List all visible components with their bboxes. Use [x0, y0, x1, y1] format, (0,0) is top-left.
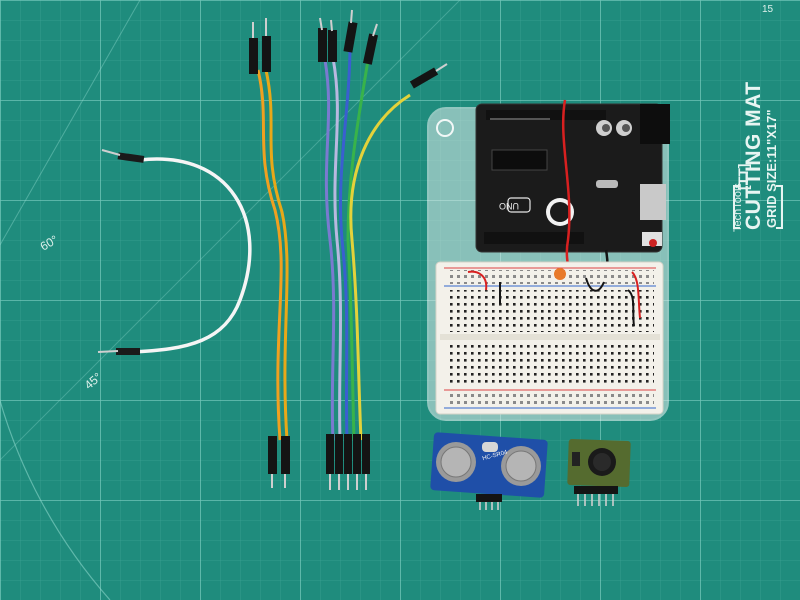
- mat-corner-mark: 15: [762, 4, 774, 15]
- mat-angle-line-60: [0, 0, 141, 246]
- tt-logo: [TT]: [735, 163, 751, 190]
- white-jumper-wire: [97, 149, 252, 355]
- mat-maker: TechTools: [732, 183, 744, 232]
- tt-logo-bracket: [733, 185, 783, 229]
- arduino-uno-board: [475, 103, 670, 253]
- plate-mount-hole: [436, 119, 454, 137]
- orange-jumper-wires: [249, 18, 290, 488]
- breadboard: [435, 261, 664, 415]
- maxbotix-sonar-sensor: [567, 439, 631, 506]
- mat-angle-line-45: [0, 0, 461, 461]
- mat-title: CUTTING MAT: [742, 81, 765, 230]
- mat-grid-size: GRID SIZE:11"X17": [764, 109, 779, 228]
- ultrasonic-sensor-hc-sr04: [430, 432, 548, 510]
- multicolor-jumper-wires: [318, 9, 448, 490]
- uno-label: UNO: [499, 201, 519, 211]
- mat-angle-arc: [0, 398, 111, 600]
